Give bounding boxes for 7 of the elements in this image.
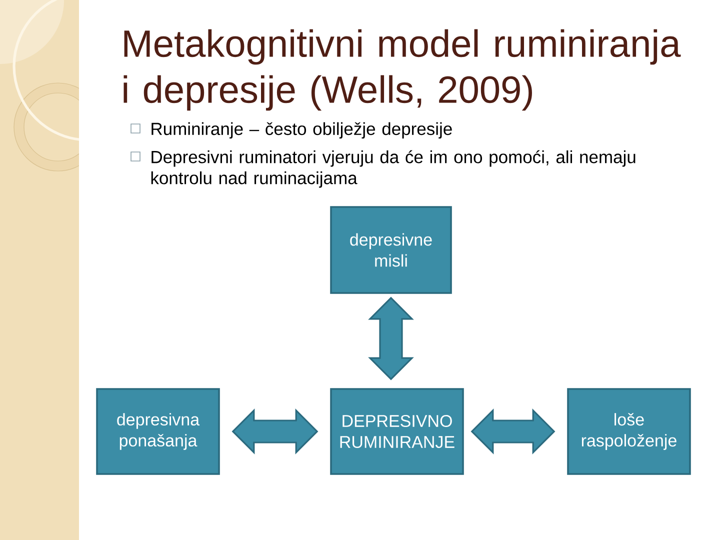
process-box: DEPRESIVNO RUMINIRANJE bbox=[330, 388, 464, 475]
bullet-text: Ruminiranje – često obilježje depresije bbox=[152, 122, 452, 139]
process-box: loše raspoloženje bbox=[567, 388, 691, 475]
process-box: depresivna ponašanja bbox=[96, 388, 220, 475]
bullet-text: Depresivni ruminatori vjeruju da će im ono pomoći, ali nemaju kontrolu nad ruminacijama bbox=[151, 150, 636, 188]
process-box: depresivne misli bbox=[330, 206, 452, 294]
title: Metakognitivni model ruminiranja i depresije (Wells, 2009) bbox=[124, 29, 681, 111]
